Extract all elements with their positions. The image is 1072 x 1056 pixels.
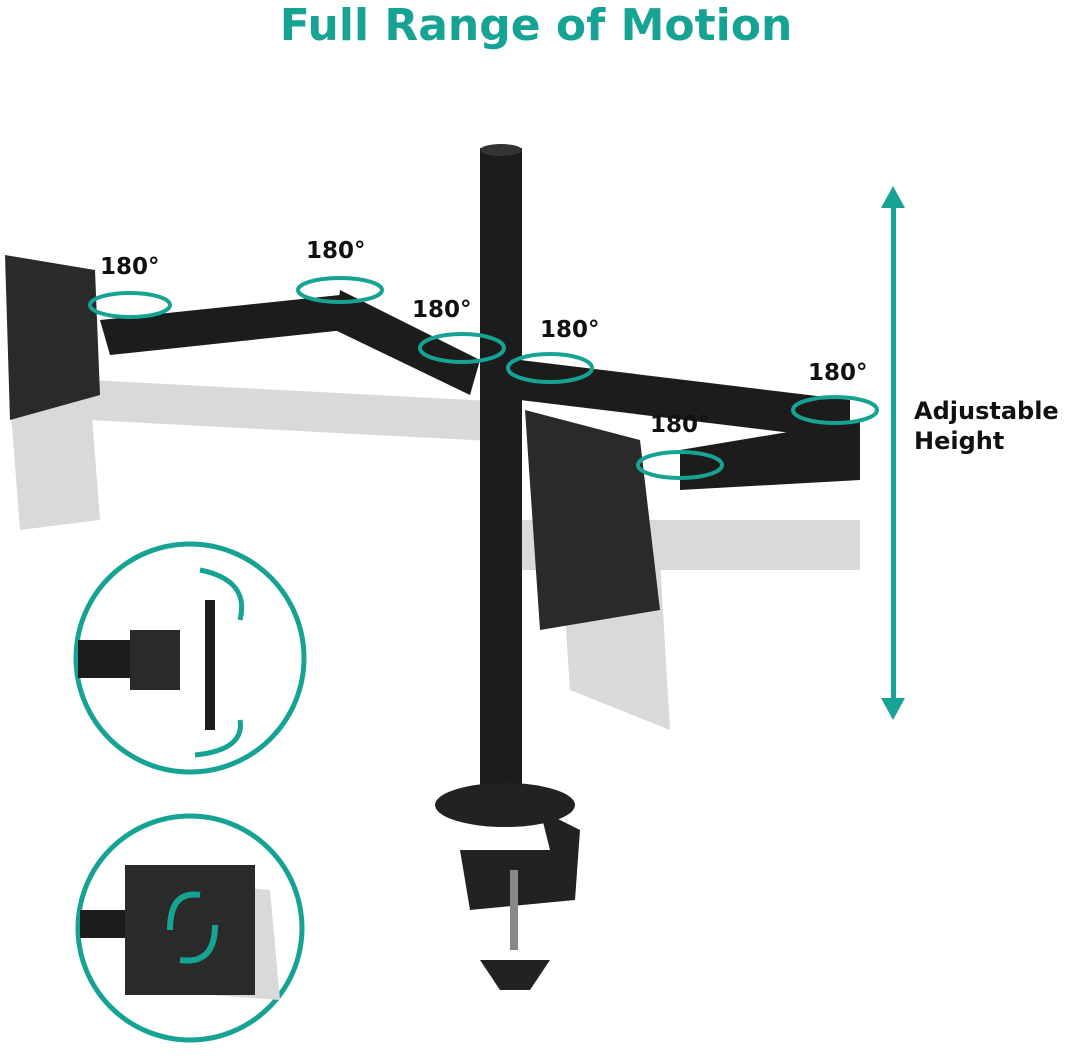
pole xyxy=(480,148,522,808)
height-arrow xyxy=(881,186,905,720)
arms xyxy=(100,290,860,490)
base-plate xyxy=(435,783,575,827)
rotation-label: 180° xyxy=(540,317,600,343)
rotation-label: 180° xyxy=(100,254,160,280)
rotate-detail xyxy=(75,813,305,1043)
left-vesa-plate xyxy=(5,255,100,420)
clamp xyxy=(460,810,580,910)
rotation-label: 180° xyxy=(306,238,366,264)
rotation-label: 180° xyxy=(808,360,868,386)
clamp-knob xyxy=(480,960,550,990)
rotation-label: 180° xyxy=(412,297,472,323)
height-label-line1: Adjustable xyxy=(914,397,1059,425)
right-vesa-plate xyxy=(525,410,660,630)
rotation-arrows xyxy=(88,276,879,480)
page-title: Full Range of Motion xyxy=(279,0,793,51)
adjustable-height-label: Adjustable Height xyxy=(914,396,1059,456)
rotation-label: 180° xyxy=(650,412,710,438)
tilt-detail xyxy=(73,541,307,775)
height-label-line2: Height xyxy=(914,427,1005,455)
